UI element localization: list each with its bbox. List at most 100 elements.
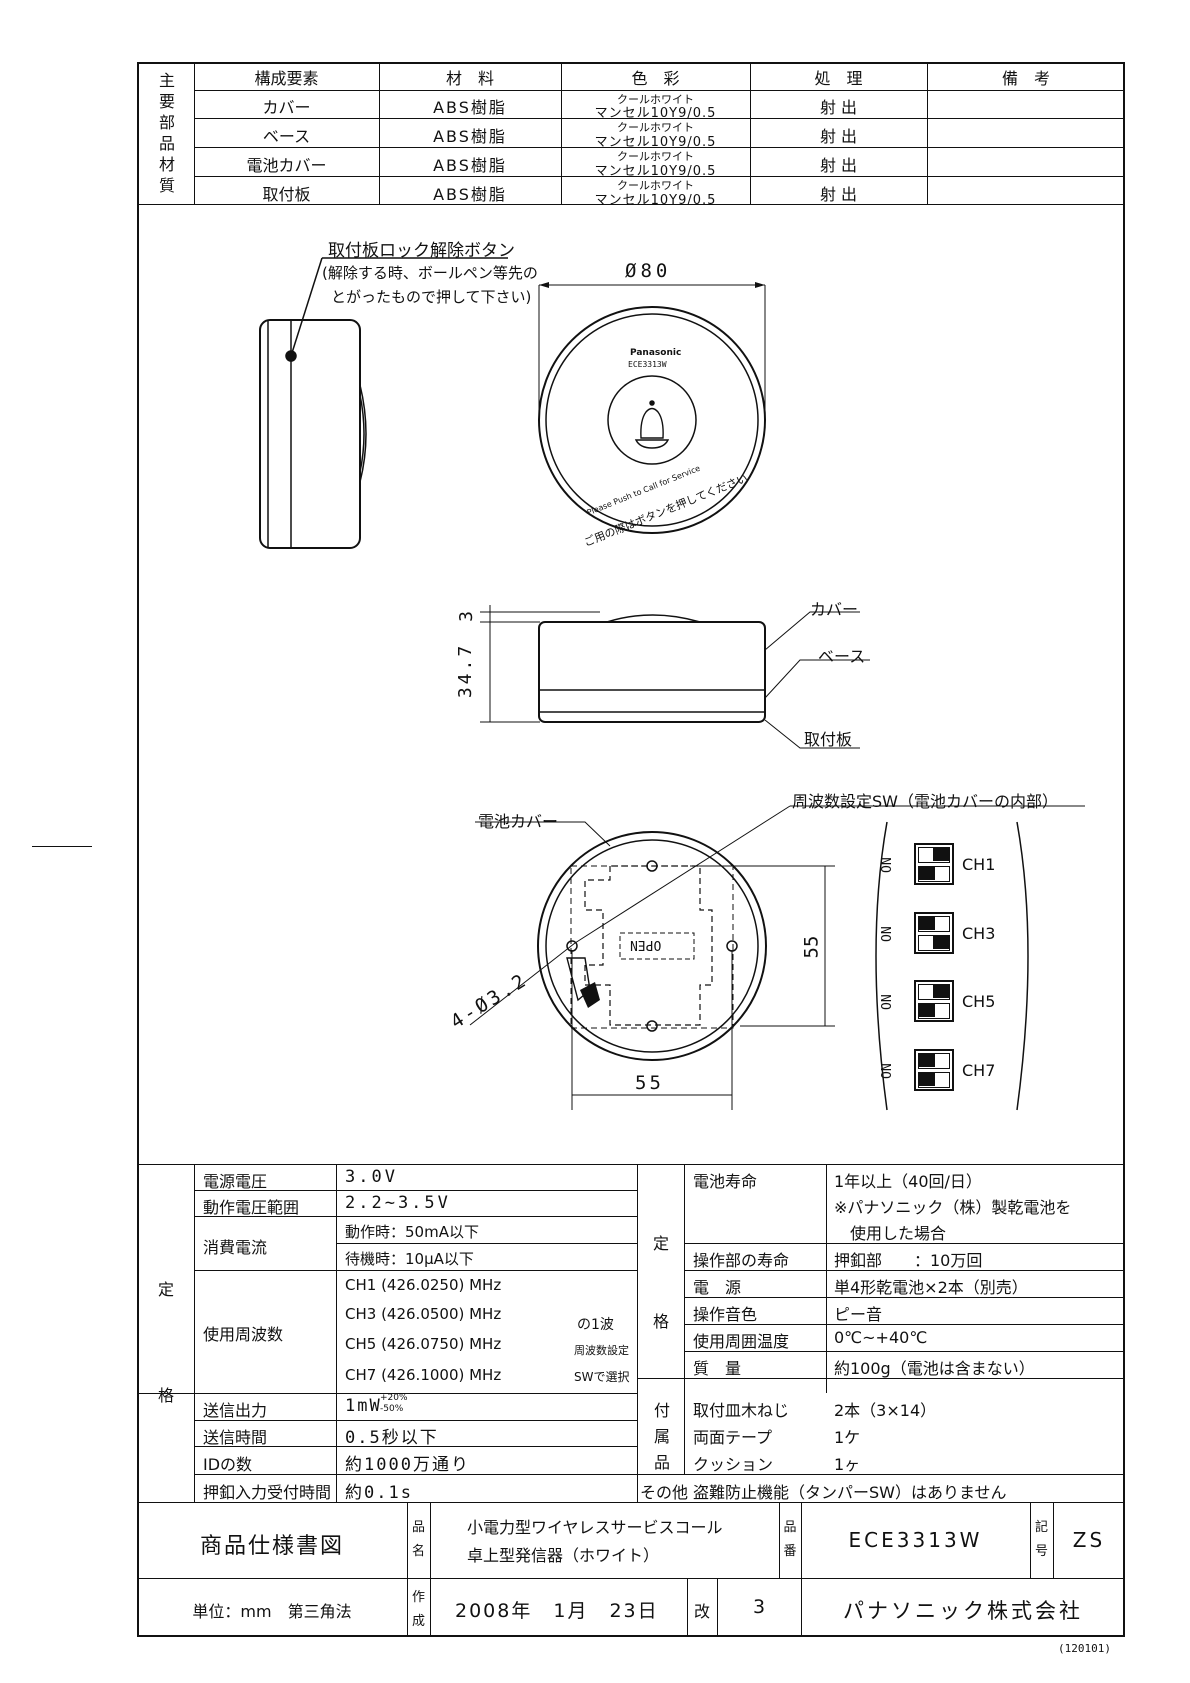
spec-label: 電 源 bbox=[693, 1278, 742, 1297]
row-part: 電池カバー bbox=[246, 156, 327, 175]
freq-ch5: CH5 (426.0750) MHz bbox=[345, 1335, 502, 1353]
row-color-bottom: マンセル10Y9/0.5 bbox=[594, 106, 717, 121]
row-color-top: クールホワイト bbox=[617, 179, 694, 192]
row-material: ABS樹脂 bbox=[433, 156, 507, 175]
side-view-middle bbox=[480, 605, 870, 749]
rating-side-2: 格 bbox=[158, 1386, 175, 1405]
title-block: 商品仕様書図 品名 小電力型ワイヤレスサービスコール 卓上型発信器（ホワイト） … bbox=[137, 1502, 1125, 1637]
freq-ch7: CH7 (426.1000) MHz bbox=[345, 1366, 502, 1384]
made-label: 作成 bbox=[411, 1590, 425, 1629]
spec-value: 0.5秒以下 bbox=[345, 1428, 439, 1448]
row-color-top: クールホワイト bbox=[617, 150, 694, 163]
dim-55-vertical: 55 bbox=[800, 935, 823, 959]
spec-value: 押釦部 ：10万回 bbox=[834, 1251, 983, 1270]
label-battery-cover: 電池カバー bbox=[478, 812, 559, 831]
dim-55-horizontal: 55 bbox=[635, 1072, 664, 1094]
other-value: 盗難防止機能（タンパーSW）はありません bbox=[693, 1483, 1007, 1502]
accessory-value: 1ヶ bbox=[834, 1455, 861, 1474]
spec-value: 1年以上（40回/日） bbox=[834, 1172, 982, 1191]
spec-label: 送信出力 bbox=[203, 1401, 268, 1420]
front-view bbox=[538, 282, 766, 534]
materials-side-label: 主要部品材質 bbox=[158, 71, 175, 195]
output-tolerance-plus: +20% bbox=[380, 1393, 408, 1403]
doc-title: 商品仕様書図 bbox=[199, 1534, 344, 1559]
spec-label: 押釦入力受付時間 bbox=[203, 1483, 332, 1502]
dim-height: 34.7 bbox=[455, 642, 477, 699]
row-process: 射 出 bbox=[819, 156, 858, 175]
dip-toggle-1[interactable] bbox=[918, 916, 950, 932]
spec-label: 電源電圧 bbox=[203, 1172, 268, 1191]
dip-toggle-2[interactable] bbox=[918, 1072, 950, 1088]
date: 2008年 1月 23日 bbox=[455, 1600, 659, 1622]
lock-button-note-3: とがったもので押して下さい) bbox=[331, 288, 532, 306]
dip-toggle-1[interactable] bbox=[918, 847, 950, 863]
spec-value: 約0.1s bbox=[345, 1483, 413, 1503]
row-color-top: クールホワイト bbox=[617, 121, 694, 134]
row-part: 取付板 bbox=[262, 185, 311, 204]
product-number: ECE3313W bbox=[848, 1528, 983, 1552]
dip-toggle-2[interactable] bbox=[918, 1003, 950, 1019]
spec-label: 動作電圧範囲 bbox=[203, 1198, 300, 1217]
other-label: その他 bbox=[640, 1483, 689, 1502]
dip-channel-label: CH1 bbox=[962, 855, 996, 874]
symbol-value: ZS bbox=[1072, 1528, 1106, 1552]
spec-value: 約1000万通り bbox=[345, 1455, 470, 1475]
header-color: 色 彩 bbox=[631, 69, 680, 88]
row-material: ABS樹脂 bbox=[433, 185, 507, 204]
header-material: 材 料 bbox=[445, 69, 494, 88]
side-view-left bbox=[259, 257, 508, 549]
product-name-2: 卓上型発信器（ホワイト） bbox=[467, 1546, 660, 1565]
spec-value-2: 待機時：10μA以下 bbox=[345, 1250, 474, 1268]
freq-note-2: 周波数設定 bbox=[574, 1344, 629, 1357]
spec-value: ※パナソニック（株）製乾電池を bbox=[834, 1198, 1072, 1217]
accessory-label: 両面テープ bbox=[693, 1428, 773, 1447]
spec-label: 使用周囲温度 bbox=[693, 1332, 790, 1351]
spec-label: 操作部の寿命 bbox=[693, 1251, 790, 1270]
output-tolerance-minus: -50% bbox=[380, 1404, 404, 1414]
spec-value: 動作時：50mA以下 bbox=[345, 1223, 479, 1241]
accessory-value: 2本（3×14） bbox=[834, 1401, 937, 1420]
row-material: ABS樹脂 bbox=[433, 98, 507, 117]
unit-model: ECE3313W bbox=[628, 360, 667, 369]
row-color-bottom: マンセル10Y9/0.5 bbox=[594, 193, 717, 208]
open-text: OPEN bbox=[630, 937, 662, 952]
spec-label: IDの数 bbox=[203, 1455, 253, 1474]
dip-toggle-1[interactable] bbox=[918, 984, 950, 1000]
dip-toggle-2[interactable] bbox=[918, 935, 950, 951]
dim-3: 3 bbox=[455, 611, 477, 622]
spec-label: 送信時間 bbox=[203, 1428, 268, 1447]
header-remarks: 備 考 bbox=[1001, 69, 1050, 88]
row-color-top: クールホワイト bbox=[617, 93, 694, 106]
spec-value: 使用した場合 bbox=[834, 1224, 947, 1243]
accessory-label: クッション bbox=[693, 1455, 774, 1474]
row-material: ABS樹脂 bbox=[433, 127, 507, 146]
right-rating-side-2: 格 bbox=[653, 1312, 670, 1331]
header-process: 処 理 bbox=[814, 69, 863, 88]
revision-label: 改 bbox=[693, 1602, 710, 1621]
lock-button-note-2: (解除する時、ボールペン等先の bbox=[322, 264, 538, 282]
row-color-bottom: マンセル10Y9/0.5 bbox=[594, 164, 717, 179]
label-freq-sw: 周波数設定SW（電池カバーの内部） bbox=[792, 792, 1058, 811]
dip-toggle-2[interactable] bbox=[918, 866, 950, 882]
label-base: ベース bbox=[818, 647, 866, 666]
dip-on-label: ON bbox=[880, 857, 895, 873]
freq-note-1: の1波 bbox=[577, 1317, 614, 1333]
symbol-label: 記号 bbox=[1034, 1520, 1048, 1559]
number-label: 品番 bbox=[783, 1520, 797, 1559]
spec-label: 消費電流 bbox=[203, 1238, 268, 1257]
rating-side-1: 定 bbox=[158, 1280, 175, 1299]
accessory-label: 取付皿木ねじ bbox=[693, 1401, 790, 1420]
diameter-dim: Ø80 bbox=[625, 260, 672, 282]
name-label: 品名 bbox=[411, 1520, 425, 1559]
revision-value: 3 bbox=[752, 1596, 766, 1618]
spec-label: 電池寿命 bbox=[693, 1172, 758, 1191]
spec-value: 単4形乾電池×2本（別売） bbox=[834, 1278, 1028, 1297]
bottom-view bbox=[469, 805, 1085, 1110]
freq-note-3: SWで選択 bbox=[574, 1370, 630, 1384]
row-process: 射 出 bbox=[819, 185, 858, 204]
dip-toggle-1[interactable] bbox=[918, 1053, 950, 1069]
freq-ch3: CH3 (426.0500) MHz bbox=[345, 1305, 502, 1323]
spec-value: 約100g（電池は含まない） bbox=[834, 1359, 1035, 1378]
accessory-side: 付属品 bbox=[653, 1401, 670, 1472]
